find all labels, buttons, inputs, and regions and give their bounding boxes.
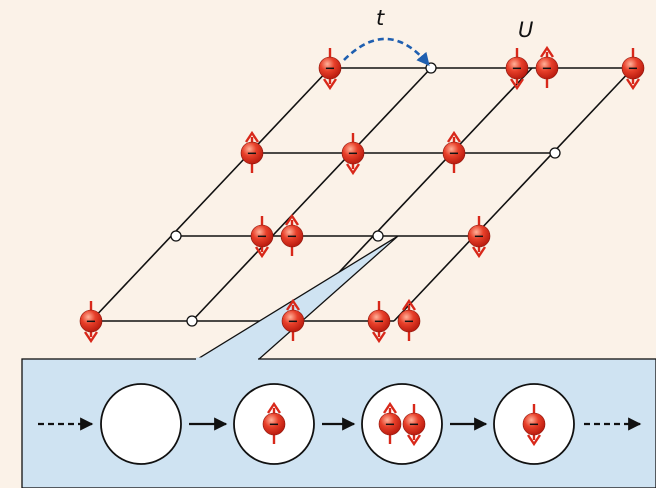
electron-down: − (522, 404, 546, 447)
electron-charge: − (542, 62, 553, 77)
electron-down: − (318, 48, 342, 91)
electron-charge: − (86, 315, 97, 330)
lattice-sites (170, 62, 561, 327)
state-empty (100, 383, 182, 465)
empty-site (425, 62, 437, 74)
empty-site (372, 230, 384, 242)
electron-up: − (240, 130, 264, 173)
electron-charge: − (257, 230, 268, 245)
lattice-column-line (191, 67, 432, 322)
electron-charge: − (348, 147, 359, 162)
electron-down: − (79, 301, 103, 344)
electron-up: − (397, 298, 421, 341)
electron-down: − (341, 133, 365, 176)
electron-charge: − (628, 62, 639, 77)
empty-site (549, 147, 561, 159)
electron-charge: − (529, 418, 540, 433)
lattice-electrons: − − − − − − − − − − − − − − (79, 45, 645, 344)
electron-charge: − (385, 418, 396, 433)
electron-up: − (262, 401, 286, 444)
lattice-column-line (393, 67, 634, 322)
hopping-arrow (343, 37, 430, 66)
hopping-label: t (376, 6, 385, 30)
electron-charge: − (449, 147, 460, 162)
electron-charge: − (325, 62, 336, 77)
state-double-up-down: −− (361, 383, 443, 465)
electron-charge: − (374, 315, 385, 330)
electron-down: − (250, 216, 274, 259)
empty-site (186, 315, 198, 327)
state-single-down: − (493, 383, 575, 465)
lattice-column-line (90, 67, 331, 322)
electron-down: − (402, 404, 426, 447)
interaction-label: U (518, 18, 533, 42)
electron-charge: − (288, 315, 299, 330)
electron-charge: − (409, 418, 420, 433)
electron-down: − (367, 301, 391, 344)
state-single-up: − (233, 383, 315, 465)
electron-up: − (378, 401, 402, 444)
electron-up: − (280, 213, 304, 256)
electron-charge: − (474, 230, 485, 245)
electron-charge: − (247, 147, 258, 162)
electron-up: − (535, 45, 559, 88)
callout-wedge (193, 235, 399, 361)
electron-down: − (621, 48, 645, 91)
electron-charge: − (287, 230, 298, 245)
electron-charge: − (512, 62, 523, 77)
electron-up: − (281, 298, 305, 341)
electron-up: − (442, 130, 466, 173)
occupation-sequence: −−−− (38, 383, 642, 465)
lattice-grid (90, 67, 638, 322)
electron-down: − (505, 48, 529, 91)
electron-charge: − (269, 418, 280, 433)
electron-down: − (467, 216, 491, 259)
empty-site (170, 230, 182, 242)
electron-charge: − (404, 315, 415, 330)
